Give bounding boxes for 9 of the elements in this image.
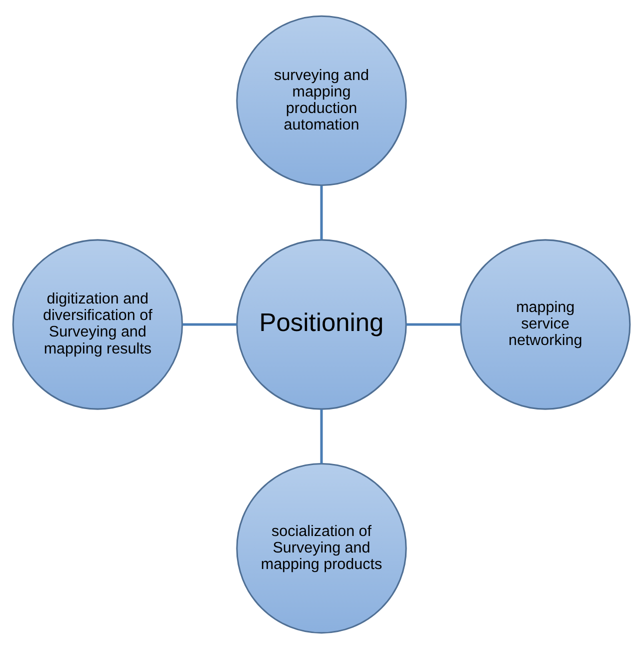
node-circle: Positioning	[236, 238, 407, 410]
connector	[406, 322, 461, 326]
connector	[320, 408, 323, 464]
connector	[320, 185, 323, 240]
node-circle: socialization of Surveying and mapping products	[236, 462, 407, 634]
node-circle: digitization and diversification of Surveying and mapping results	[12, 238, 183, 410]
node-circle: surveying and mapping production automation	[236, 14, 407, 186]
connector	[182, 322, 237, 326]
node-circle: mapping service networking	[460, 238, 631, 410]
